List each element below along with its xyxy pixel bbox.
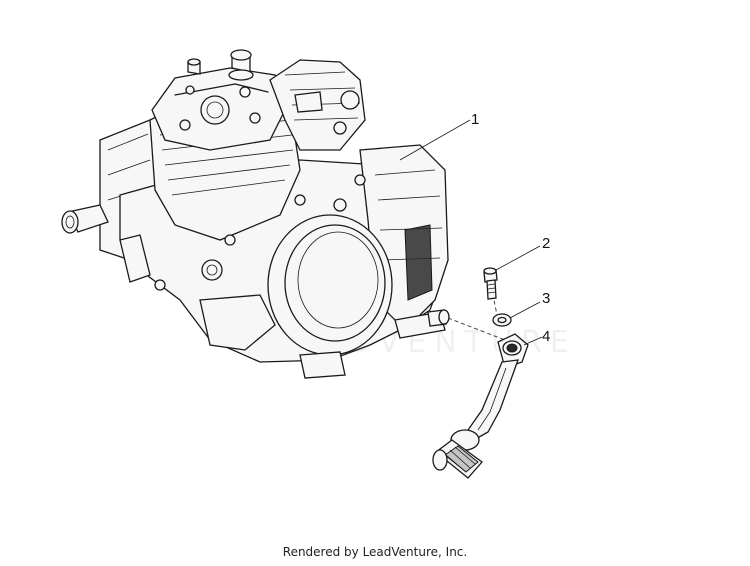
callout-1[interactable]: 1	[471, 111, 479, 128]
footer-credit: Rendered by LeadVenture, Inc.	[282, 545, 468, 559]
engine-assembly[interactable]	[61, 49, 450, 379]
washer-part[interactable]	[492, 313, 512, 327]
callout-3[interactable]: 3	[542, 290, 550, 307]
assembly-axis-line	[447, 317, 506, 341]
callout-2[interactable]: 2	[542, 235, 550, 252]
kick-lever-part[interactable]	[432, 333, 529, 479]
bolt-part[interactable]	[483, 267, 498, 300]
leader-lines	[399, 119, 543, 346]
callout-4[interactable]: 4	[542, 328, 550, 345]
